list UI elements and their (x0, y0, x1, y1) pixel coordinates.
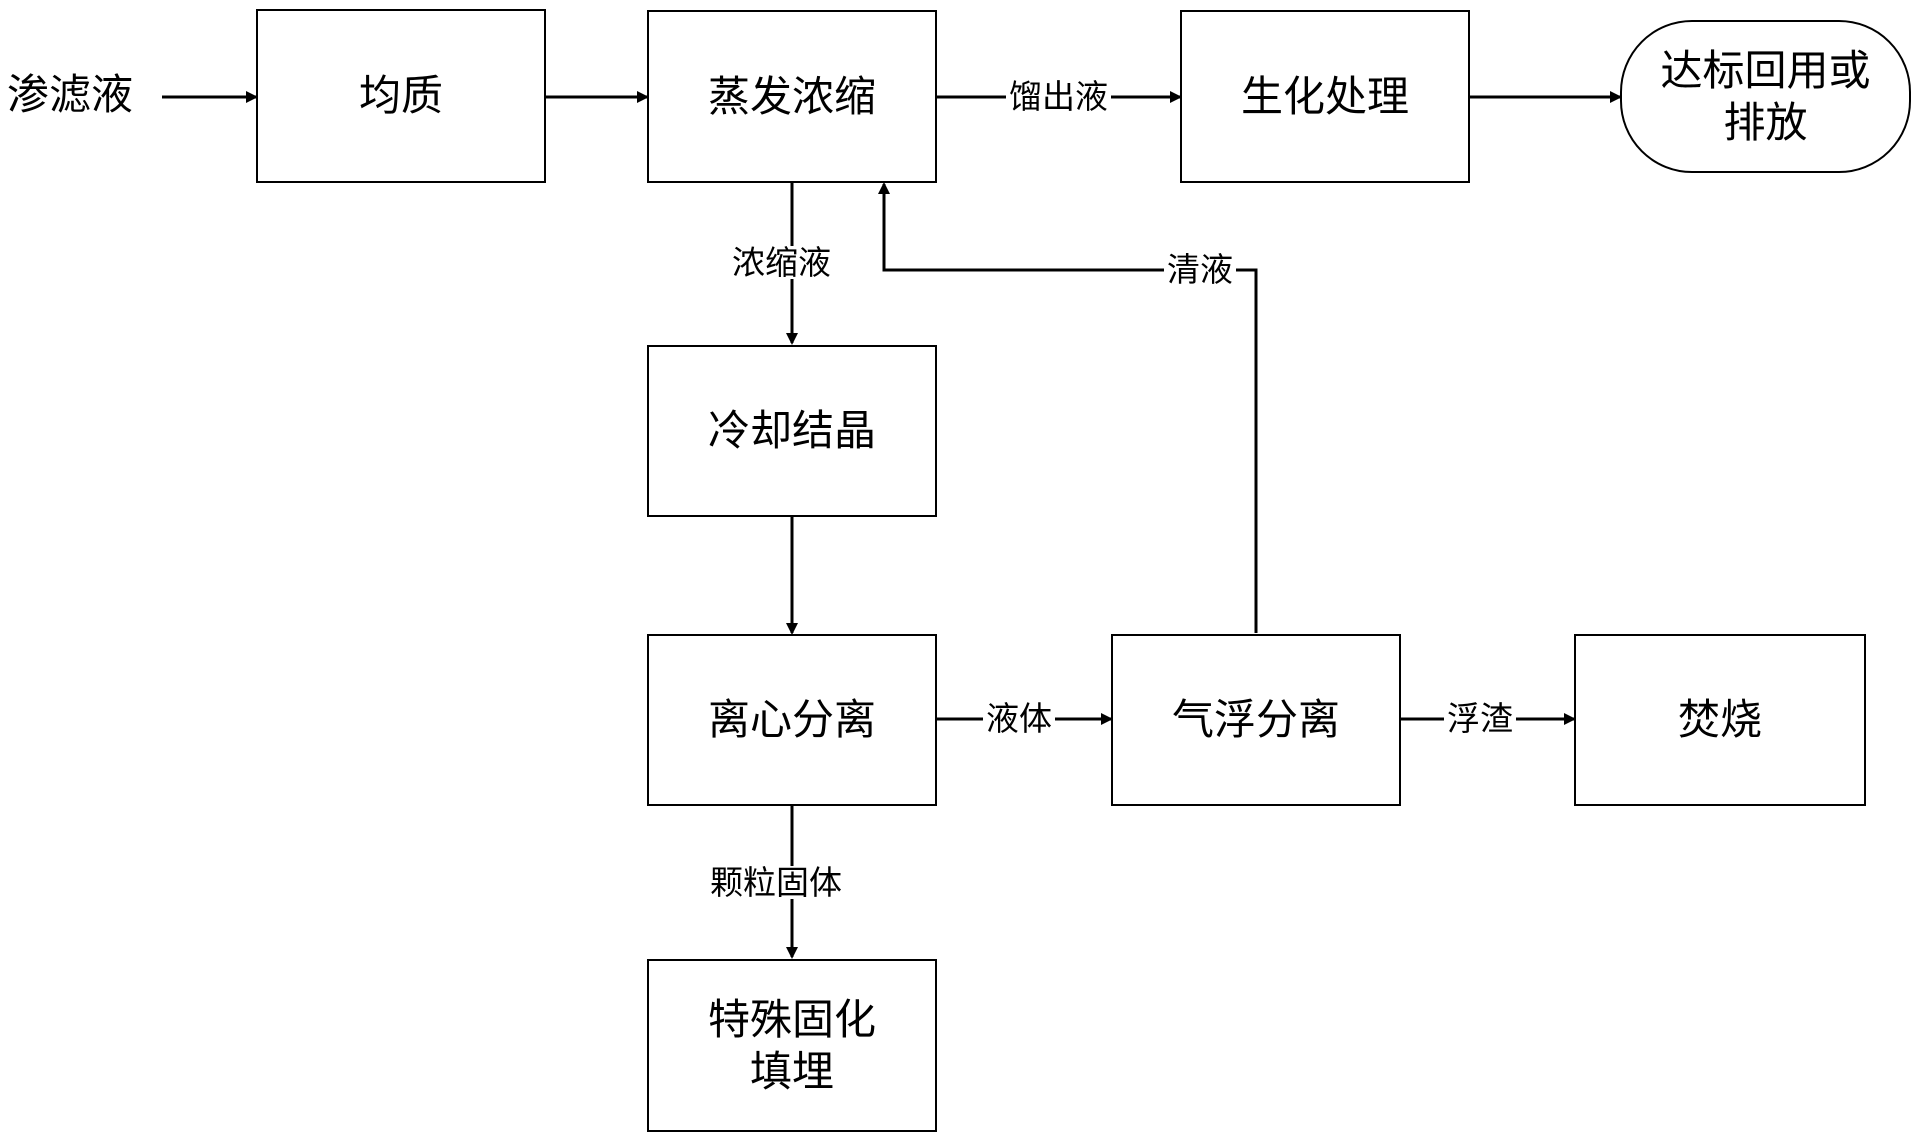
reuse-discharge-terminal: 达标回用或 排放 (1620, 20, 1911, 173)
concentrate-label: 浓缩液 (729, 246, 834, 279)
evaporation-box: 蒸发浓缩 (647, 10, 937, 183)
incineration-box: 焚烧 (1574, 634, 1866, 806)
granular-solid-label: 颗粒固体 (707, 866, 845, 899)
solidification-landfill-line-1: 特殊固化 (707, 995, 876, 1045)
biochemical-treatment-box: 生化处理 (1180, 10, 1470, 183)
clear-liquid-label: 清液 (1164, 253, 1236, 286)
reuse-discharge-line-1: 达标回用或 (1660, 46, 1871, 96)
reuse-discharge-line-2: 排放 (1723, 97, 1808, 147)
cooling-crystallization-box: 冷却结晶 (647, 345, 937, 517)
solidification-landfill-box: 特殊固化 填埋 (647, 959, 937, 1132)
arrow-flotation-to-evaporate (878, 182, 1258, 633)
scum-label: 浮渣 (1444, 702, 1516, 735)
solidification-landfill-line-2: 填埋 (749, 1046, 834, 1096)
liquid-label: 液体 (983, 702, 1055, 735)
distillate-label: 馏出液 (1006, 80, 1111, 113)
leachate-label: 渗滤液 (7, 70, 134, 119)
centrifugal-separation-box: 离心分离 (647, 634, 937, 806)
air-flotation-box: 气浮分离 (1111, 634, 1401, 806)
homogenize-box: 均质 (256, 9, 546, 183)
